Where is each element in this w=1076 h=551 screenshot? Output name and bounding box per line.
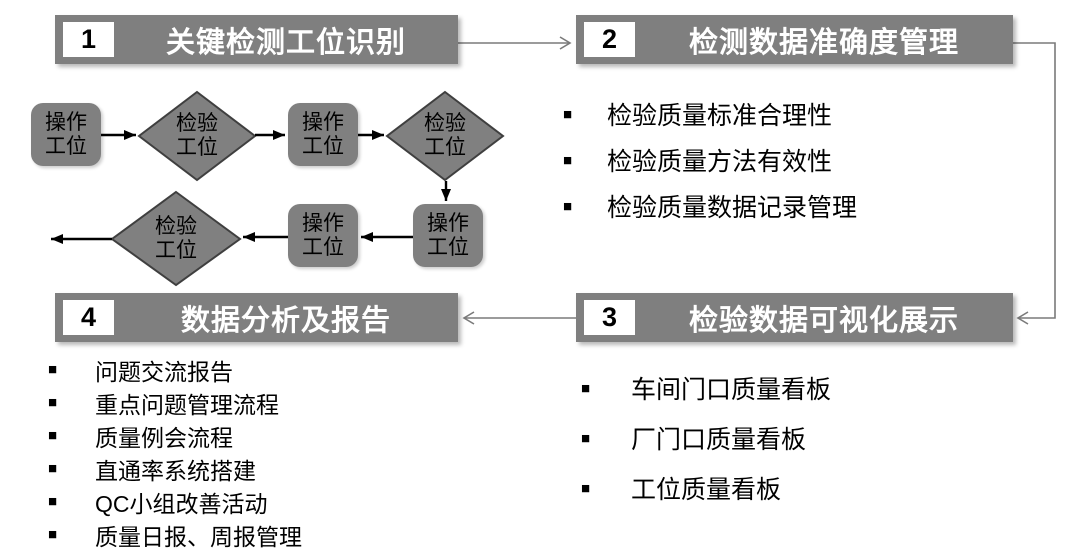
process-node-2 — [288, 103, 358, 166]
list-item: ■ 厂门口质量看板 — [581, 423, 831, 454]
process-node-2-label: 操作 工位 — [302, 111, 344, 158]
list-item: ■ QC小组改善活动 — [48, 488, 302, 517]
list-item: ■ 质量日报、周报管理 — [48, 521, 302, 550]
bullet-square-icon: ■ — [48, 493, 58, 510]
list-item: ■ 检验质量数据记录管理 — [563, 191, 858, 222]
step-1-number-box: 1 — [63, 22, 114, 57]
bullet-square-icon: ■ — [563, 197, 573, 215]
step-2-bullet-list: ■ 检验质量标准合理性 ■ 检验质量方法有效性 ■ 检验质量数据记录管理 — [563, 99, 857, 237]
process-node-3-label: 操作 工位 — [427, 212, 469, 259]
decision-node-1-label: 检验 工位 — [176, 112, 218, 159]
list-item-text: 检验质量标准合理性 — [607, 102, 833, 130]
list-item-text: 车间门口质量看板 — [631, 376, 832, 404]
bullet-square-icon: ■ — [581, 479, 591, 497]
list-item: ■ 直通率系统搭建 — [48, 455, 302, 484]
process-node-1-label: 操作 工位 — [45, 111, 87, 158]
bullet-square-icon: ■ — [48, 394, 58, 411]
step-4-bullet-list: ■ 问题交流报告 ■ 重点问题管理流程 ■ 质量例会流程 ■ 直通率系统搭建 ■… — [48, 356, 302, 551]
list-item-text: 厂门口质量看板 — [631, 426, 807, 454]
list-item-text: QC小组改善活动 — [95, 490, 268, 517]
process-node-3 — [413, 204, 483, 267]
list-item: ■ 检验质量标准合理性 — [563, 99, 857, 130]
list-item-text: 检验质量数据记录管理 — [607, 194, 858, 222]
list-item: ■ 问题交流报告 — [48, 356, 302, 385]
list-item-text: 重点问题管理流程 — [95, 391, 279, 418]
step-3-bullet-list: ■ 车间门口质量看板 ■ 厂门口质量看板 ■ 工位质量看板 — [581, 373, 831, 523]
process-node-1 — [31, 103, 101, 166]
bullet-square-icon: ■ — [563, 105, 573, 123]
bullet-square-icon: ■ — [48, 460, 58, 477]
decision-node-shape-3 — [110, 190, 242, 287]
connector-step2-step3 — [1013, 42, 1056, 325]
step-3-title: 检验数据可视化展示 — [688, 304, 959, 337]
decision-node-shape-2 — [385, 90, 505, 182]
list-item: ■ 车间门口质量看板 — [581, 373, 832, 404]
decision-node-shape-1 — [137, 90, 257, 182]
list-item-text: 检验质量方法有效性 — [607, 148, 833, 176]
step-2-title: 检测数据准确度管理 — [688, 26, 959, 59]
step-3-header: 3 检验数据可视化展示 — [576, 293, 1013, 342]
step-2-number-box: 2 — [584, 22, 635, 57]
step-2-header: 2 检测数据准确度管理 — [576, 15, 1013, 64]
bullet-square-icon: ■ — [581, 379, 591, 397]
step-1-title: 关键检测工位识别 — [165, 26, 406, 59]
decision-node-3-label: 检验 工位 — [155, 215, 197, 262]
list-item-text: 直通率系统搭建 — [95, 457, 256, 484]
list-item-text: 质量例会流程 — [95, 424, 233, 451]
list-item-text: 工位质量看板 — [631, 476, 782, 504]
bullet-square-icon: ■ — [48, 526, 58, 543]
process-node-4 — [288, 204, 358, 267]
bullet-square-icon: ■ — [48, 427, 58, 444]
step-4-title: 数据分析及报告 — [180, 304, 391, 337]
list-item: ■ 质量例会流程 — [48, 422, 302, 451]
step-3-number-box: 3 — [584, 300, 635, 335]
list-item-text: 质量日报、周报管理 — [95, 523, 302, 550]
list-item: ■ 检验质量方法有效性 — [563, 145, 857, 176]
process-node-4-label: 操作 工位 — [302, 212, 344, 259]
list-item-text: 问题交流报告 — [95, 358, 233, 385]
decision-node-2-label: 检验 工位 — [424, 112, 466, 159]
bullet-square-icon: ■ — [563, 151, 573, 169]
list-item: ■ 重点问题管理流程 — [48, 389, 302, 418]
list-item: ■ 工位质量看板 — [581, 473, 831, 504]
step-1-header: 1 关键检测工位识别 — [55, 15, 458, 64]
bullet-square-icon: ■ — [48, 361, 58, 378]
bullet-square-icon: ■ — [581, 429, 591, 447]
step-4-number-box: 4 — [63, 300, 114, 335]
step-4-header: 4 数据分析及报告 — [55, 293, 458, 342]
